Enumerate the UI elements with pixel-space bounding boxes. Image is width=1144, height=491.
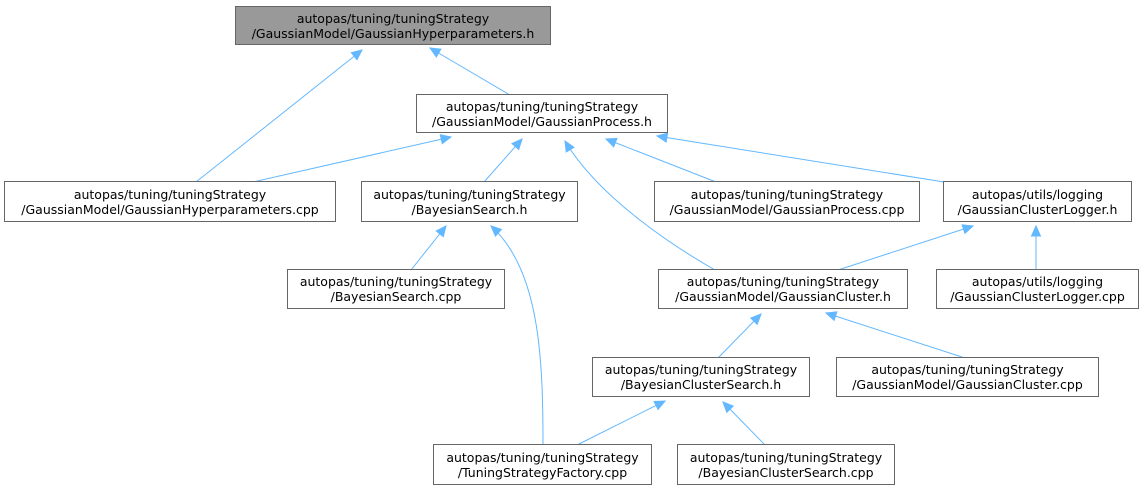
node-line2: /GaussianModel/GaussianHyperparameters.h [251,25,535,41]
node-line1: autopas/tuning/tuningStrategy [445,98,639,114]
node-line2: /GaussianModel/GaussianProcess.cpp [669,201,905,217]
arrowhead-gp_h-gc_h [564,139,575,153]
edge-gc_h-gc_cpp [825,312,966,359]
arrowhead-gcl_h-gcl_cpp [1030,224,1042,237]
node-line2: /TuningStrategyFactory.cpp [457,464,628,480]
node-line1: autopas/tuning/tuningStrategy [689,449,883,465]
node-line1: autopas/tuning/tuningStrategy [690,186,884,202]
node-tuning-strategy-factory-cpp[interactable]: autopas/tuning/tuningStrategy/TuningStra… [433,444,652,485]
arrowhead-root-gp_h [428,47,442,58]
node-line2: /GaussianModel/GaussianCluster.h [675,289,891,304]
edge-gcl_h-gc_h [837,225,974,271]
arrowhead-gc_h-bcs_h [749,313,762,326]
node-line1: autopas/tuning/tuningStrategy [604,362,798,377]
node-line2: /BayesianClusterSearch.h [620,377,782,392]
node-gaussian-cluster-cpp[interactable]: autopas/tuning/tuningStrategy/GaussianMo… [836,357,1099,397]
edge-root-ghp_cpp [195,49,363,183]
arrowhead-gc_h-gc_cpp [824,311,838,322]
node-line1: autopas/utils/logging [971,274,1104,289]
edge-gp_h-ghp_cpp [252,136,452,183]
arrowhead-gp_h-bs_h [511,138,523,151]
node-line2: /GaussianModel/GaussianHyperparameters.c… [21,201,319,217]
node-gaussian-cluster-h[interactable]: autopas/tuning/tuningStrategy/GaussianMo… [658,269,908,309]
node-line1: autopas/tuning/tuningStrategy [296,10,490,26]
edge-bs_h-tsf_cpp [490,225,544,446]
node-line1: autopas/tuning/tuningStrategy [73,186,267,202]
edge-root-gp_h [429,47,511,96]
node-line2: /GaussianModel/GaussianCluster.cpp [852,377,1083,392]
arrowhead-gp_h-ghp_cpp [439,134,453,145]
node-line1: autopas/tuning/tuningStrategy [299,274,493,289]
node-line2: /BayesianSearch.h [411,201,528,217]
arrowhead-gp_h-gcl_h [655,132,669,143]
node-gaussian-cluster-logger-h[interactable]: autopas/utils/logging/GaussianClusterLog… [943,181,1132,222]
node-gaussian-hyperparameters-h: autopas/tuning/tuningStrategy/GaussianMo… [235,6,551,45]
arrowhead-bs_h-tsf_cpp [490,225,503,237]
arrowhead-bcs_h-bcs_cpp [722,401,735,414]
node-line1: autopas/tuning/tuningStrategy [373,186,566,202]
node-line1: autopas/tuning/tuningStrategy [871,362,1064,377]
node-line1: autopas/utils/logging [971,186,1104,202]
edge-gp_h-gcl_h [656,135,945,183]
node-gaussian-hyperparameters-cpp[interactable]: autopas/tuning/tuningStrategy/GaussianMo… [4,181,336,222]
node-bayesian-search-h[interactable]: autopas/tuning/tuningStrategy/BayesianSe… [361,181,578,222]
arrowhead-bcs_h-tsf_cpp [653,400,667,411]
node-line2: /GaussianClusterLogger.h [957,201,1118,217]
node-bayesian-cluster-search-h[interactable]: autopas/tuning/tuningStrategy/BayesianCl… [592,357,810,397]
node-line2: /GaussianClusterLogger.cpp [950,289,1125,304]
node-line1: autopas/tuning/tuningStrategy [686,274,880,289]
node-line2: /GaussianModel/GaussianProcess.h [432,113,652,129]
arrowhead-root-ghp_cpp [350,49,363,61]
node-gaussian-cluster-logger-cpp[interactable]: autopas/utils/logging/GaussianClusterLog… [936,269,1139,309]
node-gaussian-process-cpp[interactable]: autopas/tuning/tuningStrategy/GaussianMo… [654,181,920,222]
node-line2: /BayesianClusterSearch.cpp [698,464,874,480]
node-line2: /BayesianSearch.cpp [330,289,462,304]
arrowhead-gcl_h-gc_h [961,224,975,235]
arrowhead-bs_h-bs_cpp [435,225,447,238]
edge-gp_h-gp_cpp [605,138,717,183]
edge-gp_h-gc_h [564,140,716,271]
edge-bcs_h-tsf_cpp [576,400,666,446]
node-bayesian-cluster-search-cpp[interactable]: autopas/tuning/tuningStrategy/BayesianCl… [677,444,895,485]
node-gaussian-process-h[interactable]: autopas/tuning/tuningStrategy/GaussianMo… [416,94,668,133]
arrowhead-gp_h-gp_cpp [604,137,618,148]
node-bayesian-search-cpp[interactable]: autopas/tuning/tuningStrategy/BayesianSe… [287,269,505,309]
node-line1: autopas/tuning/tuningStrategy [446,449,639,465]
